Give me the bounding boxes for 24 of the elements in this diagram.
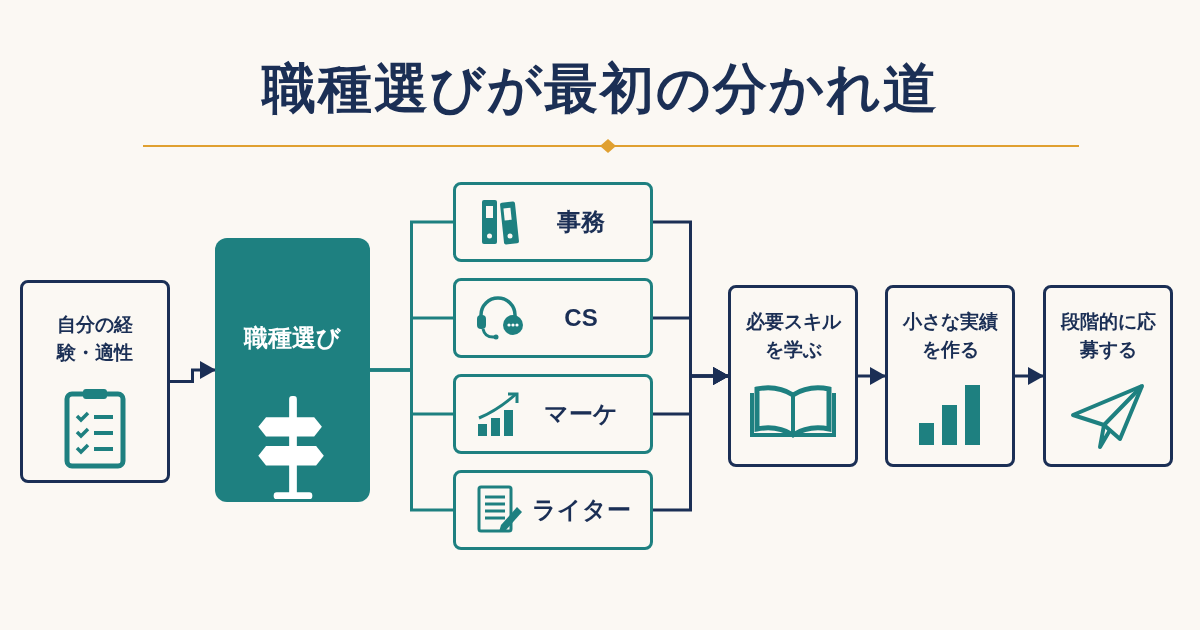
node-label: 事務 [557,207,605,237]
arrow [653,367,729,512]
node-label: 小さな実績を作る [902,311,998,360]
role-box [453,278,653,358]
node-label: マーケ [544,399,618,429]
connector-line [370,368,453,512]
arrow [170,361,216,383]
step-box [728,285,858,467]
step-box [885,285,1015,467]
step-box [1043,285,1173,467]
role-box [453,182,653,262]
node-label: 自分の経験・適性 [57,314,133,363]
role-box [453,374,653,454]
node-label: CS [564,303,598,333]
highlight-box [215,238,370,502]
node-label: 段階的に応募する [1060,311,1156,360]
node-label: 必要スキルを学ぶ [745,311,841,360]
arrow [858,367,886,385]
title: 職種選びが最初の分かれ道 [260,56,940,122]
role-box [453,470,653,550]
arrow [1015,367,1044,385]
node-label: 職種選び [244,323,341,353]
step-box [20,280,170,483]
node-label: ライター [531,495,631,525]
